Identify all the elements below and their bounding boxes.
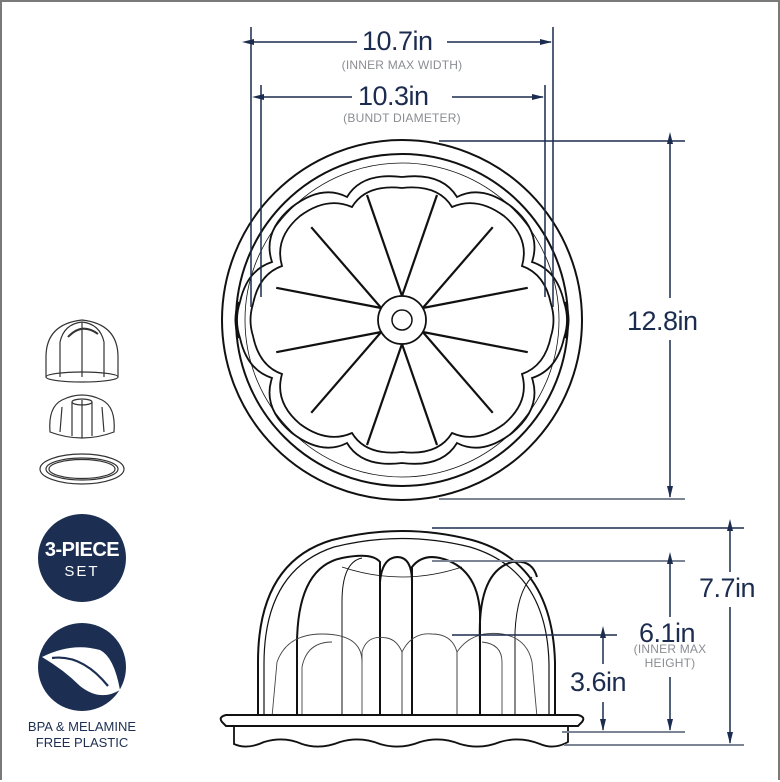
leaf-icon — [38, 623, 126, 711]
inner-max-width-value: 10.7in — [358, 28, 437, 55]
inner-max-height-caption: (INNER MAX HEIGHT) — [614, 642, 726, 671]
height-dimension-lines — [432, 519, 744, 746]
bpa-caption-line2: FREE PLASTIC — [35, 734, 129, 750]
inner-max-height-caption-line2: HEIGHT) — [644, 655, 696, 670]
bundt-diameter-caption: (BUNDT DIAMETER) — [343, 111, 461, 125]
top-view-bundt — [221, 139, 583, 501]
overall-height-value: 7.7in — [695, 575, 760, 602]
bpa-caption-line1: BPA & MELAMINE — [27, 719, 137, 734]
bundt-diameter-value: 10.3in — [354, 83, 433, 110]
badge-line2: SET — [64, 563, 100, 580]
diameter-dimension-lines — [439, 132, 685, 500]
side-view-bundt — [219, 530, 585, 748]
bpa-free-caption: BPA & MELAMINE FREE PLASTIC — [2, 719, 162, 750]
three-piece-set-badge: 3-PIECE SET — [38, 514, 126, 602]
inner-max-height-value: 6.1in — [635, 620, 700, 647]
overall-diameter-value: 12.8in — [627, 306, 698, 336]
badge-line1: 3-PIECE — [44, 539, 120, 561]
inner-max-height-caption-line1: (INNER MAX — [633, 642, 707, 656]
bundt-height-value: 3.6in — [566, 669, 631, 696]
inner-max-width-caption: (INNER MAX WIDTH) — [341, 58, 463, 72]
exploded-pieces-illustration — [39, 319, 125, 485]
width-dimension-lines — [242, 27, 554, 307]
